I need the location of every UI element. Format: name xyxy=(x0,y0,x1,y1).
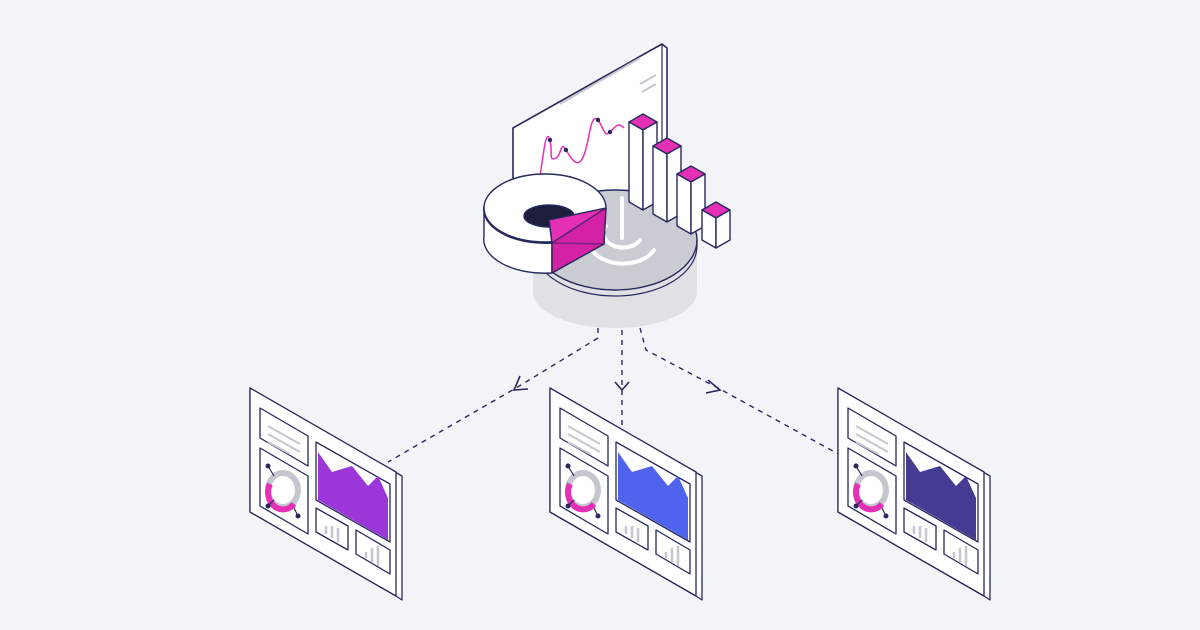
dashboards-group xyxy=(249,387,991,601)
iso-bar-1 xyxy=(628,113,658,211)
dashboard-area-chart xyxy=(318,452,388,540)
connector-arrowhead-left-icon xyxy=(512,375,529,391)
dashboard-header-card xyxy=(559,407,609,467)
hub-illustration xyxy=(483,43,731,328)
dashboard-center xyxy=(549,387,703,601)
connector-arrowhead-center-icon xyxy=(614,381,630,392)
iso-bar-3 xyxy=(676,165,706,235)
connector-to-right-dashboard xyxy=(639,327,843,457)
connectors xyxy=(387,327,843,463)
connector-to-left-dashboard xyxy=(387,328,599,463)
dashboard-header-card xyxy=(847,407,897,467)
dashboard-right xyxy=(837,387,991,601)
donut-chart xyxy=(483,173,607,274)
isometric-bar-chart xyxy=(628,113,731,249)
dashboard-area-chart xyxy=(906,452,976,540)
dashboard-area-chart xyxy=(618,452,688,540)
iso-bar-2 xyxy=(652,137,682,223)
dashboard-left xyxy=(249,387,403,601)
connector-arrowhead-right-icon xyxy=(705,379,722,394)
dashboard-header-card xyxy=(259,407,309,467)
iso-bar-4 xyxy=(701,201,731,249)
